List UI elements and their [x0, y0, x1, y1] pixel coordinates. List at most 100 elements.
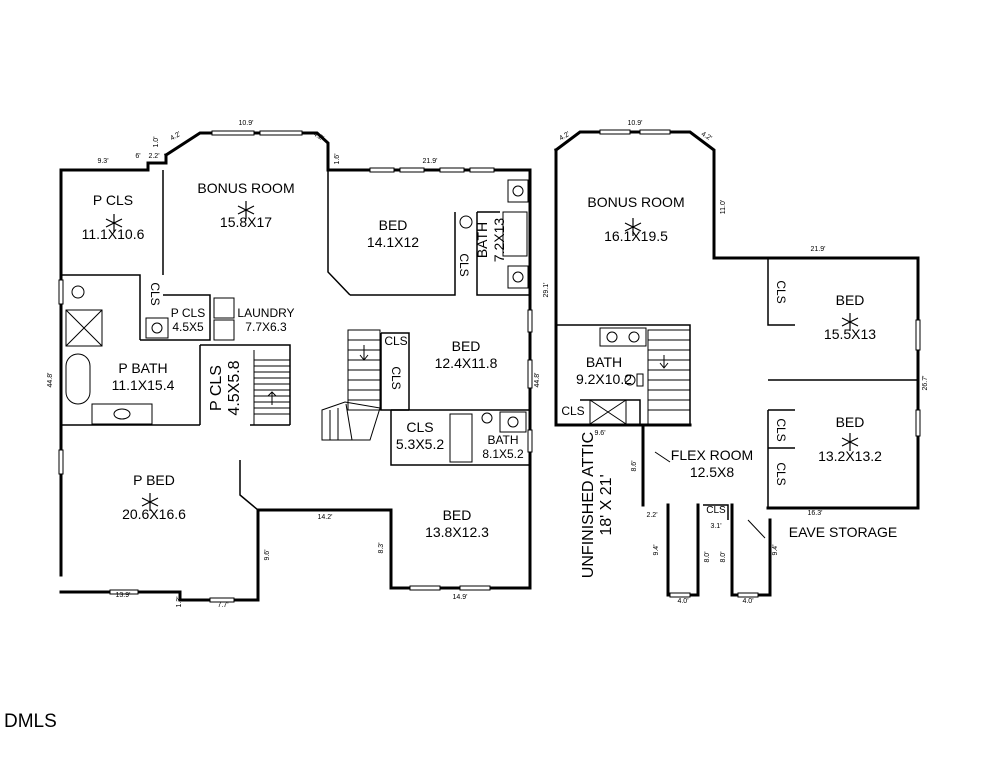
room-cls-5: CLS	[774, 280, 788, 304]
room-cls-6: CLS	[561, 404, 585, 418]
room-name: BATH	[474, 221, 490, 259]
dim-label: 1.3'	[176, 596, 183, 608]
room-size: 15.8X17	[219, 214, 273, 230]
room-name: BED	[451, 338, 481, 354]
room-size: 16.1X19.5	[604, 228, 668, 244]
dim-label: 2.2'	[646, 512, 658, 519]
interior-walls	[60, 170, 918, 575]
dim-label: 1.6'	[334, 153, 341, 165]
dim-label: 44.8'	[534, 372, 541, 388]
room-size: 12.4X11.8	[434, 355, 498, 371]
room-name: BATH	[487, 433, 519, 447]
dim-label: 44.8'	[47, 372, 54, 388]
room-size: 7.2X13	[491, 217, 507, 263]
dim-label: 7.7'	[217, 602, 229, 609]
dim-label: 9.3'	[97, 158, 109, 165]
room-name: P CLS	[170, 306, 206, 320]
room-cls-8: CLS	[774, 462, 788, 486]
room-name: P CLS	[92, 192, 134, 208]
dim-label: 9.6'	[264, 549, 271, 561]
room-bed-5: BED 13.2X13.2	[818, 414, 882, 465]
room-eave-storage: EAVE STORAGE	[788, 524, 898, 540]
dim-label: 4.0'	[742, 598, 754, 605]
room-size: 13.8X12.3	[425, 524, 489, 540]
room-bed-4: BED 15.5X13	[824, 292, 876, 343]
room-name: BATH	[585, 354, 623, 370]
room-name: CLS	[406, 419, 434, 435]
room-name: FLEX ROOM	[670, 447, 754, 463]
dim-label: 8.3'	[378, 542, 385, 554]
room-cls-7: CLS	[774, 418, 788, 442]
dim-label: 13.9'	[115, 592, 131, 599]
room-name: BONUS ROOM	[197, 180, 295, 196]
dim-label: 21.9'	[422, 158, 438, 165]
dim-label: 26.7'	[922, 375, 929, 391]
room-size: 11.1X10.6	[81, 226, 145, 242]
room-name: BED	[378, 217, 408, 233]
room-name: P BATH	[118, 360, 168, 376]
room-cls-1: CLS	[457, 253, 471, 277]
room-size: 20.6X16.6	[122, 506, 186, 522]
room-bonus-2: BONUS ROOM 16.1X19.5	[587, 194, 684, 245]
exterior-walls	[59, 130, 920, 602]
room-p-bed: P BED 20.6X16.6	[122, 472, 186, 523]
dim-label: 2.2'	[148, 153, 160, 160]
dim-label: 14.2'	[317, 514, 333, 521]
room-name: BED	[835, 292, 865, 308]
room-p-cls-1: P CLS 11.1X10.6	[82, 192, 145, 243]
room-size: 12.5X8	[689, 464, 735, 480]
dim-label: 8.0'	[720, 551, 727, 563]
dim-label: 29.1'	[543, 282, 550, 298]
dim-label: 3.1'	[710, 523, 722, 530]
room-name: P CLS	[208, 365, 225, 411]
dim-label: 6'	[135, 153, 141, 160]
room-size: 18' X 21'	[598, 474, 615, 536]
dim-label: 1.0'	[153, 136, 160, 148]
room-size: 7.7X6.3	[245, 320, 287, 334]
dim-label: 11.0'	[720, 199, 727, 215]
fixtures	[65, 179, 766, 539]
dim-label: 14.9'	[452, 594, 468, 601]
windows	[58, 129, 921, 603]
room-name: BONUS ROOM	[587, 194, 685, 210]
room-name: LAUNDRY	[237, 306, 295, 320]
room-name: UNFINISHED ATTIC	[580, 431, 597, 579]
dim-label: 16.3'	[807, 510, 823, 517]
dim-label: 8.6'	[631, 460, 638, 472]
dim-label: 10.9'	[627, 120, 643, 127]
room-cls-3: CLS	[389, 366, 403, 390]
dim-label: 10.9'	[238, 120, 254, 127]
dim-label: 9.4'	[653, 544, 660, 556]
dim-label: 4.0'	[677, 598, 689, 605]
room-bonus-1: BONUS ROOM 15.8X17	[197, 180, 294, 231]
room-size: 9.2X10.2	[575, 371, 633, 387]
dim-label: 21.9'	[810, 246, 826, 253]
room-cls-side: CLS	[148, 282, 162, 306]
room-size: 15.5X13	[823, 326, 877, 342]
ceiling-fans	[105, 201, 859, 511]
room-cls-9: CLS	[706, 505, 726, 516]
room-name: P BED	[133, 472, 175, 488]
dim-label: 8.0'	[704, 551, 711, 563]
room-size: 13.2X13.2	[818, 448, 882, 464]
room-size: 5.3X5.2	[395, 436, 445, 452]
watermark-logo: DMLS	[4, 711, 57, 732]
room-name: BED	[835, 414, 865, 430]
dim-label: 9.6'	[594, 430, 606, 437]
room-size: 11.1X15.4	[111, 377, 175, 393]
